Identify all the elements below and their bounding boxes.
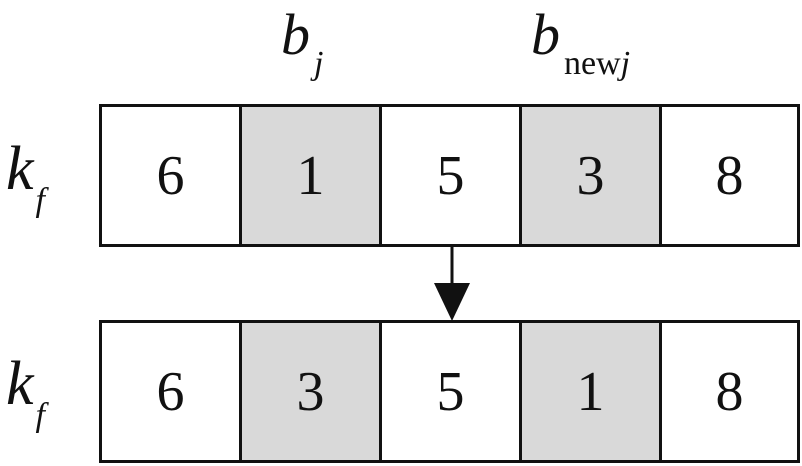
array-top-cell-3: 5 (382, 107, 522, 244)
header-b-newj-base: b (531, 2, 560, 67)
row-label-bottom: kf (6, 350, 45, 433)
array-top-cell-2: 1 (242, 107, 382, 244)
row-label-top-subscript: f (35, 182, 45, 219)
header-b-newj-subscript: newj (564, 45, 630, 82)
header-b-j-subscript: j (314, 45, 324, 82)
header-b-newj-subscript-new: new (564, 45, 621, 82)
row-label-top-base: k (6, 135, 34, 203)
array-before-swap: 6 1 5 3 8 (99, 104, 800, 247)
row-label-top: kf (6, 135, 45, 218)
array-top-cell-4: 3 (522, 107, 662, 244)
array-bottom-cell-4: 1 (522, 323, 662, 460)
array-after-swap: 6 3 5 1 8 (99, 320, 800, 463)
row-label-bottom-subscript: f (35, 397, 45, 434)
array-bottom-cell-3: 5 (382, 323, 522, 460)
array-top-cell-1: 6 (102, 107, 242, 244)
array-bottom-cell-1: 6 (102, 323, 242, 460)
array-top-cell-5: 8 (662, 107, 797, 244)
array-bottom-cell-5: 8 (662, 323, 797, 460)
down-arrow-icon (434, 247, 470, 321)
row-label-bottom-base: k (6, 350, 34, 418)
header-b-j-base: b (281, 2, 310, 67)
array-bottom-cell-2: 3 (242, 323, 382, 460)
header-b-newj-subscript-j: j (620, 45, 631, 82)
